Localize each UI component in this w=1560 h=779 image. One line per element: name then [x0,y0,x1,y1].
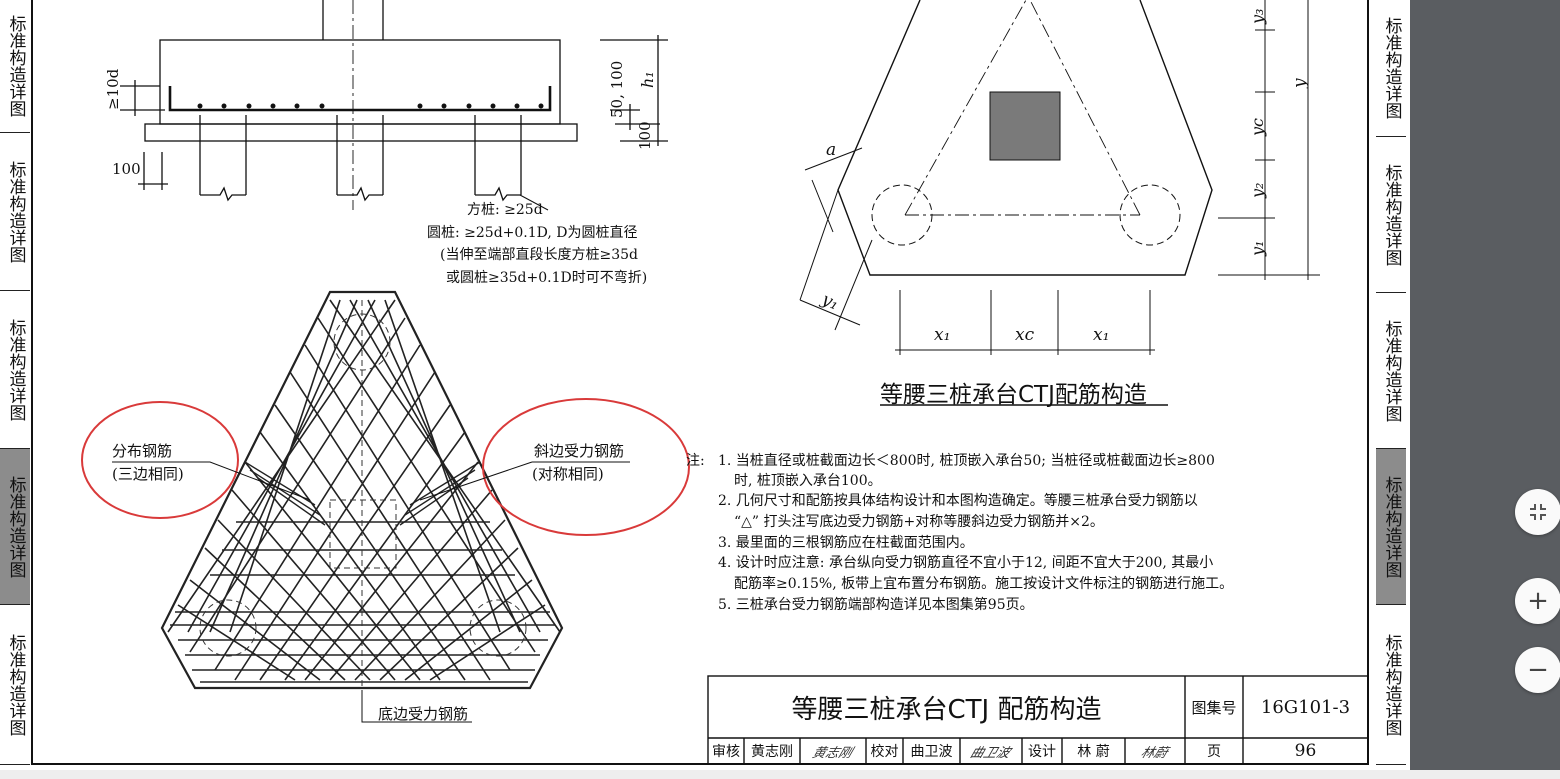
reviewer-name: 黄志刚 [751,744,793,760]
label-bottom: 底边受力钢筋 [378,705,469,723]
check-label: 校对 [870,744,899,760]
viewer-bottom-strip [0,770,1560,779]
reviewer-signature: 黄志刚 [810,745,855,761]
right-tab-4[interactable]: 标准构造详图 [1376,449,1406,605]
notes-prefix: 注: [686,453,705,469]
note-line-6: 4. 设计时应注意: 承台纵向受力钢筋直径不宜小于12, 间距不宜大于200, … [718,555,1214,571]
note-line-3: 2. 几何尺寸和配筋按具体结构设计和本图构造确定。等腰三桩承台受力钢筋以 [718,493,1198,509]
zoom-in-button[interactable]: + [1515,578,1560,624]
dim-50-100: 50, 100 [608,60,626,118]
tab-label: 标准构造详图 [1381,17,1402,119]
right-tab-2[interactable]: 标准构造详图 [1376,137,1406,293]
title-block-lines [707,675,1369,765]
left-tab-3[interactable]: 标准构造详图 [0,291,30,449]
right-tab-3[interactable]: 标准构造详图 [1376,293,1406,449]
minus-icon: − [1527,655,1549,685]
plus-icon: + [1527,586,1549,616]
designer-signature: 林蔚 [1138,745,1170,761]
label-distribution: 分布钢筋 [112,442,173,460]
page-label: 页 [1207,744,1221,760]
review-label: 审核 [712,744,740,760]
dim-y2: y₂ [1248,182,1267,198]
annotation-circle-slant [482,398,690,536]
column-block [989,91,1061,161]
tab-label: 标准构造详图 [5,160,26,263]
dim-100-right: 100 [636,121,654,150]
tab-label: 标准构造详图 [5,318,26,421]
dim-xc: xc [1015,325,1035,345]
tab-label: 标准构造详图 [5,633,26,736]
right-tab-5[interactable]: 标准构造详图 [1376,605,1406,765]
checker-signature: 曲卫波 [968,745,1013,761]
dim-y1: y₁ [1248,240,1267,256]
designer-name: 林 蔚 [1077,744,1110,760]
tab-label: 标准构造详图 [1381,475,1402,578]
note-line-2: 时, 桩顶嵌入承台100。 [734,473,882,489]
anchor-square: 方桩: ≥25d [467,202,543,218]
label-distribution-sub: (三边相同) [112,465,184,483]
label-slant: 斜边受力钢筋 [534,442,625,460]
note-line-8: 5. 三桩承台受力钢筋端部构造详见本图集第95页。 [718,597,1034,613]
page-number: 96 [1294,741,1317,761]
label-slant-sub: (对称相同) [532,465,604,483]
plan-view [799,0,1320,406]
section-view [120,0,668,210]
checker-name: 曲卫波 [910,744,953,760]
left-tab-1[interactable]: 标准构造详图 [0,0,30,133]
title-block-title: 等腰三桩承台CTJ 配筋构造 [791,694,1102,725]
note-line-5: 3. 最里面的三根钢筋应在柱截面范围内。 [718,535,974,551]
left-tab-2[interactable]: 标准构造详图 [0,133,30,291]
atlas-label: 图集号 [1191,698,1237,717]
dim-x1-left: x₁ [934,325,951,345]
design-label: 设计 [1028,744,1056,760]
zoom-out-button[interactable]: − [1515,647,1560,693]
tab-label: 标准构造详图 [1381,633,1402,736]
note-line-1: 1. 当桩直径或桩截面边长＜800时, 桩顶嵌入承台50; 当桩径或桩截面边长≥… [718,453,1215,469]
tab-label: 标准构造详图 [5,15,26,117]
plan-title: 等腰三桩承台CTJ配筋构造 [880,382,1147,408]
dim-a: a [826,140,837,160]
dim-y3: y₃ [1248,8,1267,24]
drawing-sheet: 标准构造详图 标准构造详图 标准构造详图 标准构造详图 标准构造详图 标准构造详… [0,0,1410,770]
section-rebar-dots [197,103,544,109]
rebar-plan-guides [199,300,527,705]
drawing-lines [31,0,1369,765]
dim-10d: ≥10d [104,68,122,110]
anchor-round: 圆桩: ≥25d+0.1D, D为圆桩直径 [427,225,638,241]
dim-y: y [1290,78,1310,88]
anchor-note-2: 或圆桩≥35d+0.1D时可不弯折) [446,270,648,286]
note-line-7: 配筋率≥0.15%, 板带上宜布置分布钢筋。施工按设计文件标注的钢筋进行施工。 [734,576,1234,592]
fit-page-button[interactable] [1515,489,1560,535]
dim-yc: yc [1248,118,1267,136]
anchor-note-1: (当伸至端部直段长度方桩≥35d [440,247,638,263]
note-line-4: “△” 打头注写底边受力钢筋+对称等腰斜边受力钢筋并×2。 [734,514,1104,530]
left-tab-5[interactable]: 标准构造详图 [0,605,30,765]
tab-label: 标准构造详图 [5,475,26,578]
dim-x1-right: x₁ [1093,325,1110,345]
dim-h1: h₁ [638,71,657,88]
atlas-number: 16G101-3 [1260,696,1351,718]
tab-label: 标准构造详图 [1381,163,1402,266]
right-tab-1[interactable]: 标准构造详图 [1376,0,1406,137]
fit-icon [1530,504,1546,520]
dim-100-left: 100 [112,160,141,178]
annotation-circle-distribution [81,401,239,519]
tab-label: 标准构造详图 [1381,319,1402,422]
left-tab-4[interactable]: 标准构造详图 [0,449,30,605]
